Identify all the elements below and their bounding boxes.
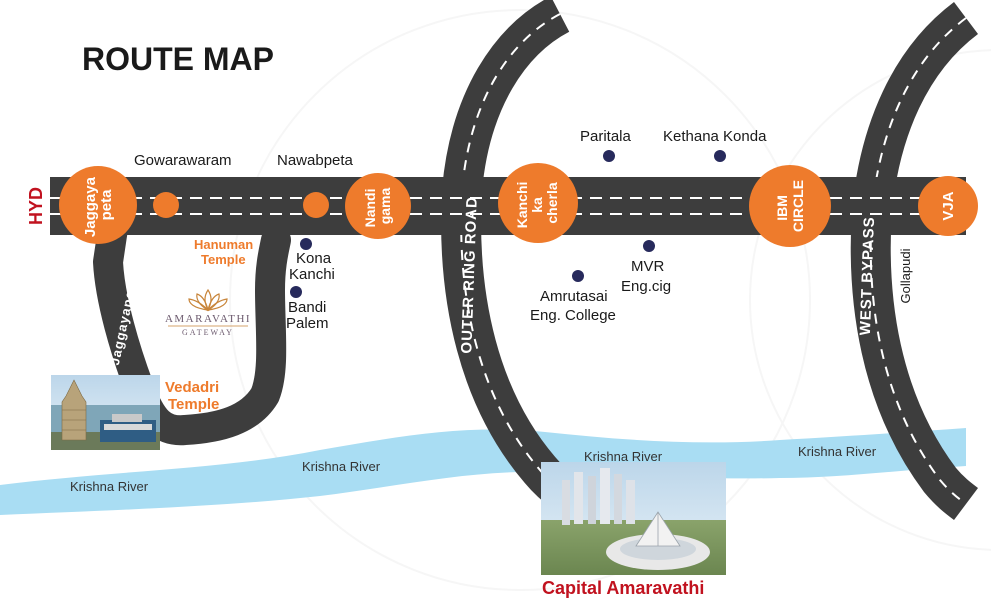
logo-line2: GATEWAY (182, 328, 234, 337)
kethana-konda-label: Kethana Konda (663, 128, 767, 145)
hanuman-temple-label: Hanuman Temple (194, 237, 257, 267)
junction-label: Jaggaya (82, 176, 99, 237)
amrutasai-label: Amrutasai Eng. College (530, 288, 616, 324)
junction-label: ka (529, 197, 545, 213)
junction-label: cherla (544, 182, 560, 223)
svg-text:Nandi gama: Nandi gama (362, 185, 393, 228)
vedadri-temple-photo (51, 375, 160, 450)
vedadri-temple-label: Vedadri Temple (165, 379, 223, 413)
junction-label: peta (98, 189, 115, 221)
junction-label: IBM (774, 195, 790, 221)
outer-ring-road-label: OUTER RING ROAD (458, 196, 480, 354)
lotus-icon (188, 288, 228, 312)
junction-label: Nandi (362, 189, 378, 228)
mvr-label: MVR Eng.cig (621, 258, 671, 295)
capital-amaravathi-photo (541, 462, 726, 575)
junction-label: Kanchi (514, 182, 530, 229)
mvr-marker[interactable] (643, 240, 655, 252)
junction-kanchikacherla[interactable]: Kanchi ka cherla (498, 163, 578, 243)
bandi-palem-marker[interactable] (290, 286, 302, 298)
paritala-label: Paritala (580, 128, 632, 145)
logo-line1: AMARAVATHI (165, 313, 251, 325)
west-bypass-label: WEST BYPASS (857, 216, 878, 336)
junction-label: gama (377, 188, 393, 225)
nawabpeta-label: Nawabpeta (277, 152, 354, 169)
svg-text:IBM CIRCLE: IBM CIRCLE (774, 180, 806, 232)
junction-nandigama[interactable]: Nandi gama (345, 173, 411, 239)
junction-nawabpeta[interactable] (303, 192, 329, 218)
junction-ibm-circle[interactable]: IBM CIRCLE (749, 165, 831, 247)
junction-vja[interactable]: VJA (918, 176, 978, 236)
river-label-right: Krishna River (798, 444, 877, 459)
amrutasai-marker[interactable] (572, 270, 584, 282)
river-label-middle: Krishna River (302, 459, 381, 474)
kethana-konda-marker[interactable] (714, 150, 726, 162)
junction-jaggayapeta[interactable]: Jaggaya peta (59, 166, 137, 244)
hyd-label: HYD (26, 187, 46, 225)
page-title: ROUTE MAP (82, 41, 274, 77)
kona-kanchi-marker[interactable] (300, 238, 312, 250)
kona-kanchi-label: Kona Kanchi (289, 250, 335, 283)
amaravathi-gateway-logo: AMARAVATHI GATEWAY (165, 288, 251, 337)
junction-label: CIRCLE (790, 180, 806, 232)
junction-gowarawaram[interactable] (153, 192, 179, 218)
krishna-river (0, 428, 966, 515)
river-label-left: Krishna River (70, 479, 149, 494)
paritala-marker[interactable] (603, 150, 615, 162)
svg-text:Jaggaya peta: Jaggaya peta (82, 173, 115, 237)
bandi-palem-label: Bandi Palem (286, 299, 331, 332)
junction-label: VJA (940, 191, 957, 220)
svg-text:Kanchi ka cherla: Kanchi ka cherla (514, 178, 560, 229)
gowarawaram-label: Gowarawaram (134, 152, 232, 169)
capital-amaravathi-label: Capital Amaravathi (542, 578, 704, 598)
jaggayapeta-vedadri-road (93, 200, 291, 446)
gollapudi-label: Gollapudi (898, 248, 913, 303)
river-label-center: Krishna River (584, 449, 663, 464)
